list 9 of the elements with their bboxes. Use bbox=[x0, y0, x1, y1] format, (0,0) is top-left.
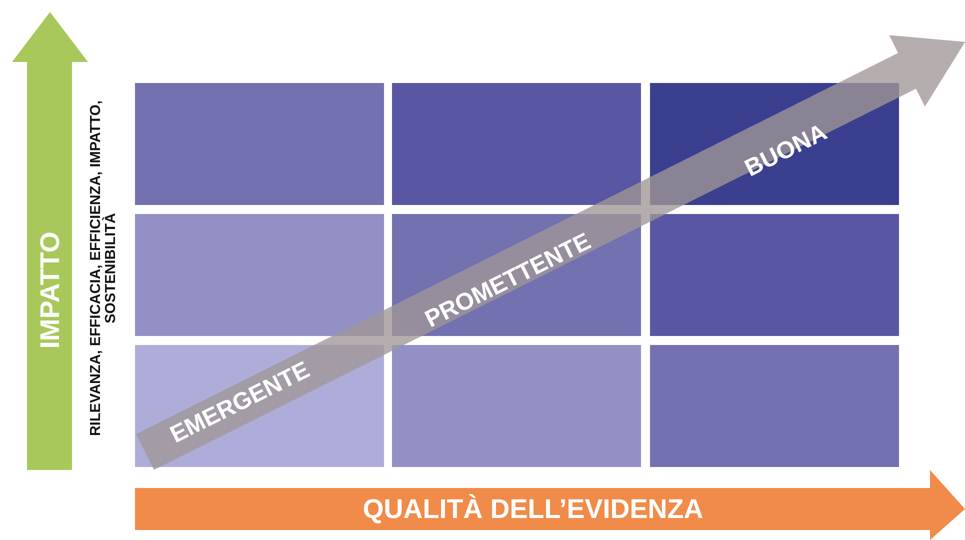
matrix-cell bbox=[392, 83, 641, 205]
matrix-cell bbox=[135, 83, 384, 205]
matrix-cell bbox=[135, 214, 384, 336]
matrix-cell bbox=[392, 345, 641, 467]
axis-description: RILEVANZA, EFFICACIA, EFFICIENZA, IMPATTO, SOSTENIBILITÀ bbox=[88, 99, 120, 438]
matrix-cell bbox=[650, 214, 899, 336]
matrix-cell bbox=[650, 345, 899, 467]
axis-label: IMPATTO bbox=[36, 230, 64, 351]
axis-label: QUALITÀ DELL’EVIDENZA bbox=[362, 495, 704, 524]
